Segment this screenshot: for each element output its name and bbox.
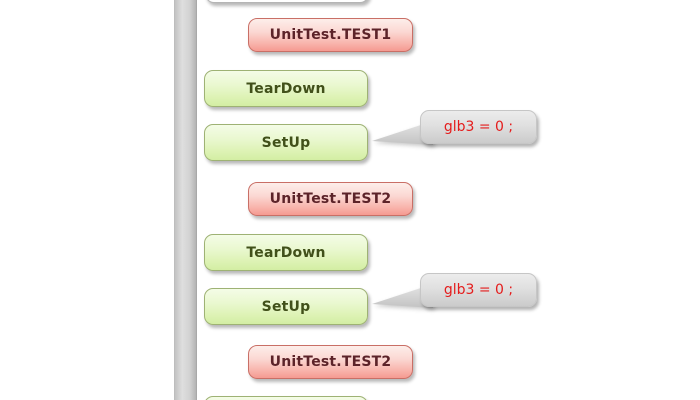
node-unittest-test1[interactable]: UnitTest.TEST1 — [248, 18, 413, 52]
node-teardown-partial[interactable] — [204, 396, 368, 400]
flow-line-bar — [174, 0, 197, 400]
note-tail-icon — [372, 121, 433, 145]
note-text: glb3 = 0 ; — [443, 119, 514, 135]
node-teardown-2[interactable]: TearDown — [204, 234, 368, 271]
node-setup-2[interactable]: SetUp — [204, 288, 368, 325]
node-label: SetUp — [261, 298, 311, 315]
node-label: SetUp — [261, 134, 311, 151]
node-teardown-1[interactable]: TearDown — [204, 70, 368, 107]
note-bubble: glb3 = 0 ; — [420, 110, 537, 144]
node-label: TearDown — [246, 80, 326, 97]
node-label: UnitTest.TEST2 — [269, 354, 392, 370]
node-label: TearDown — [246, 244, 326, 261]
node-label: UnitTest.TEST1 — [269, 27, 392, 43]
node-label: UnitTest.TEST2 — [269, 191, 392, 207]
note-text: glb3 = 0 ; — [443, 282, 514, 298]
node-terminal-partial[interactable] — [205, 0, 369, 3]
node-setup-1[interactable]: SetUp — [204, 124, 368, 161]
note-bubble: glb3 = 0 ; — [420, 273, 537, 307]
node-unittest-test2-1[interactable]: UnitTest.TEST2 — [248, 182, 413, 216]
note-tail-icon — [372, 284, 433, 308]
node-unittest-test2-2[interactable]: UnitTest.TEST2 — [248, 345, 413, 379]
